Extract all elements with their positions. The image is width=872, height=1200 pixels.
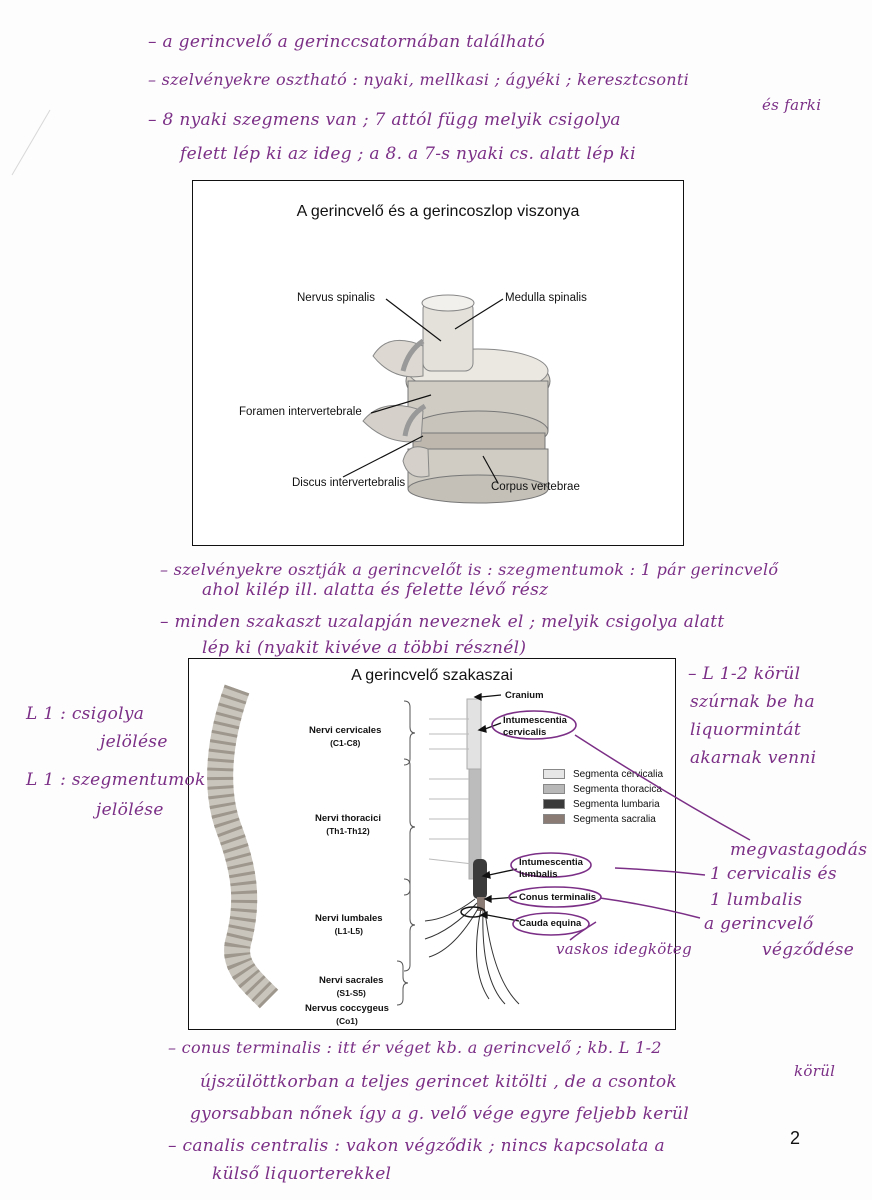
- note-bottom-1: – conus terminalis : itt ér véget kb. a …: [168, 1038, 662, 1057]
- callout-conus-terminalis: Conus terminalis: [519, 892, 597, 903]
- note-left-1a: L 1 : csigolya: [26, 704, 145, 724]
- note-left-1b: jelölése: [100, 732, 168, 752]
- note-line-3: – 8 nyaki szegmens van ; 7 attól függ me…: [148, 110, 621, 130]
- legend-swatch: [543, 799, 565, 810]
- note-bottom-1b: körül: [794, 1062, 836, 1080]
- region-thoracici: Nervi thoracici(Th1-Th12): [315, 813, 381, 836]
- note-mid-3: – minden szakaszt uzalapján neveznek el …: [160, 612, 725, 632]
- region-coccygeus: Nervus coccygeus(Co1): [305, 1003, 389, 1026]
- region-cervicales: Nervi cervicales(C1-C8): [309, 725, 382, 748]
- note-bottom-3: gyorsabban nőnek így a g. velő vége egyr…: [190, 1104, 689, 1124]
- label-foramen: Foramen intervertebrale: [239, 406, 362, 418]
- note-right-9: végződése: [762, 940, 855, 960]
- legend-swatch: [543, 784, 565, 795]
- note-right-5: megvastagodás: [730, 840, 868, 860]
- note-right-8: a gerincvelő: [704, 914, 814, 934]
- legend-cervicalia: Segmenta cervicalia: [543, 769, 663, 780]
- legend-lumbaria: Segmenta lumbaria: [543, 799, 660, 810]
- note-mid-1: – szelvényekre osztják a gerincvelőt is …: [160, 560, 779, 579]
- figure-vertebra: A gerincvelő és a gerincoszlop viszonya …: [192, 180, 684, 546]
- note-bottom-2: újszülöttkorban a teljes gerincet kitölt…: [200, 1072, 678, 1092]
- note-line-2: – szelvényekre osztható : nyaki, mellkas…: [148, 70, 690, 89]
- note-right-7: 1 lumbalis: [710, 890, 803, 910]
- callout-cranium: Cranium: [505, 690, 544, 701]
- region-sacrales: Nervi sacrales(S1-S5): [319, 975, 384, 998]
- spine-illustration: [207, 684, 602, 1009]
- note-left-2b: jelölése: [96, 800, 164, 820]
- legend-swatch: [543, 814, 565, 825]
- note-left-2a: L 1 : szegmentumok: [26, 770, 206, 790]
- note-bottom-5: külső liquorterekkel: [212, 1164, 392, 1184]
- note-right-10: vaskos idegköteg: [556, 940, 693, 958]
- figure-spinal-sections: A gerincvelő szakaszai: [188, 658, 676, 1030]
- vertebra-illustration: [342, 294, 551, 504]
- legend-sacralia: Segmenta sacralia: [543, 814, 656, 825]
- figure2-title: A gerincvelő szakaszai: [351, 667, 513, 684]
- note-right-6: 1 cervicalis és: [710, 864, 837, 884]
- note-right-3: liquormintát: [690, 720, 801, 740]
- note-right-2: szúrnak be ha: [690, 692, 815, 712]
- note-right-1: – L 1-2 körül: [688, 664, 801, 684]
- label-medulla-spinalis: Medulla spinalis: [505, 292, 587, 304]
- note-mid-2: ahol kilép ill. alatta és felette lévő r…: [202, 580, 549, 600]
- callout-cauda-equina: Cauda equina: [519, 918, 582, 929]
- legend-swatch: [543, 769, 565, 780]
- page-number: 2: [789, 1128, 800, 1148]
- label-nervus-spinalis: Nervus spinalis: [297, 292, 375, 304]
- figure1-title: A gerincvelő és a gerincoszlop viszonya: [296, 203, 580, 220]
- note-line-4: felett lép ki az ideg ; a 8. a 7-s nyaki…: [180, 144, 636, 164]
- note-line-1: – a gerincvelő a gerinccsatornában talál…: [148, 32, 546, 52]
- note-bottom-4: – canalis centralis : vakon végződik ; n…: [168, 1136, 665, 1156]
- note-line-2b: és farki: [762, 96, 822, 114]
- note-right-4: akarnak venni: [690, 748, 817, 768]
- label-corpus: Corpus vertebrae: [491, 481, 580, 493]
- note-mid-4: lép ki (nyakit kivéve a többi résznél): [202, 638, 527, 658]
- label-discus: Discus intervertebralis: [292, 477, 406, 489]
- region-lumbales: Nervi lumbales(L1-L5): [315, 913, 383, 936]
- legend-thoracica: Segmenta thoracica: [543, 784, 662, 795]
